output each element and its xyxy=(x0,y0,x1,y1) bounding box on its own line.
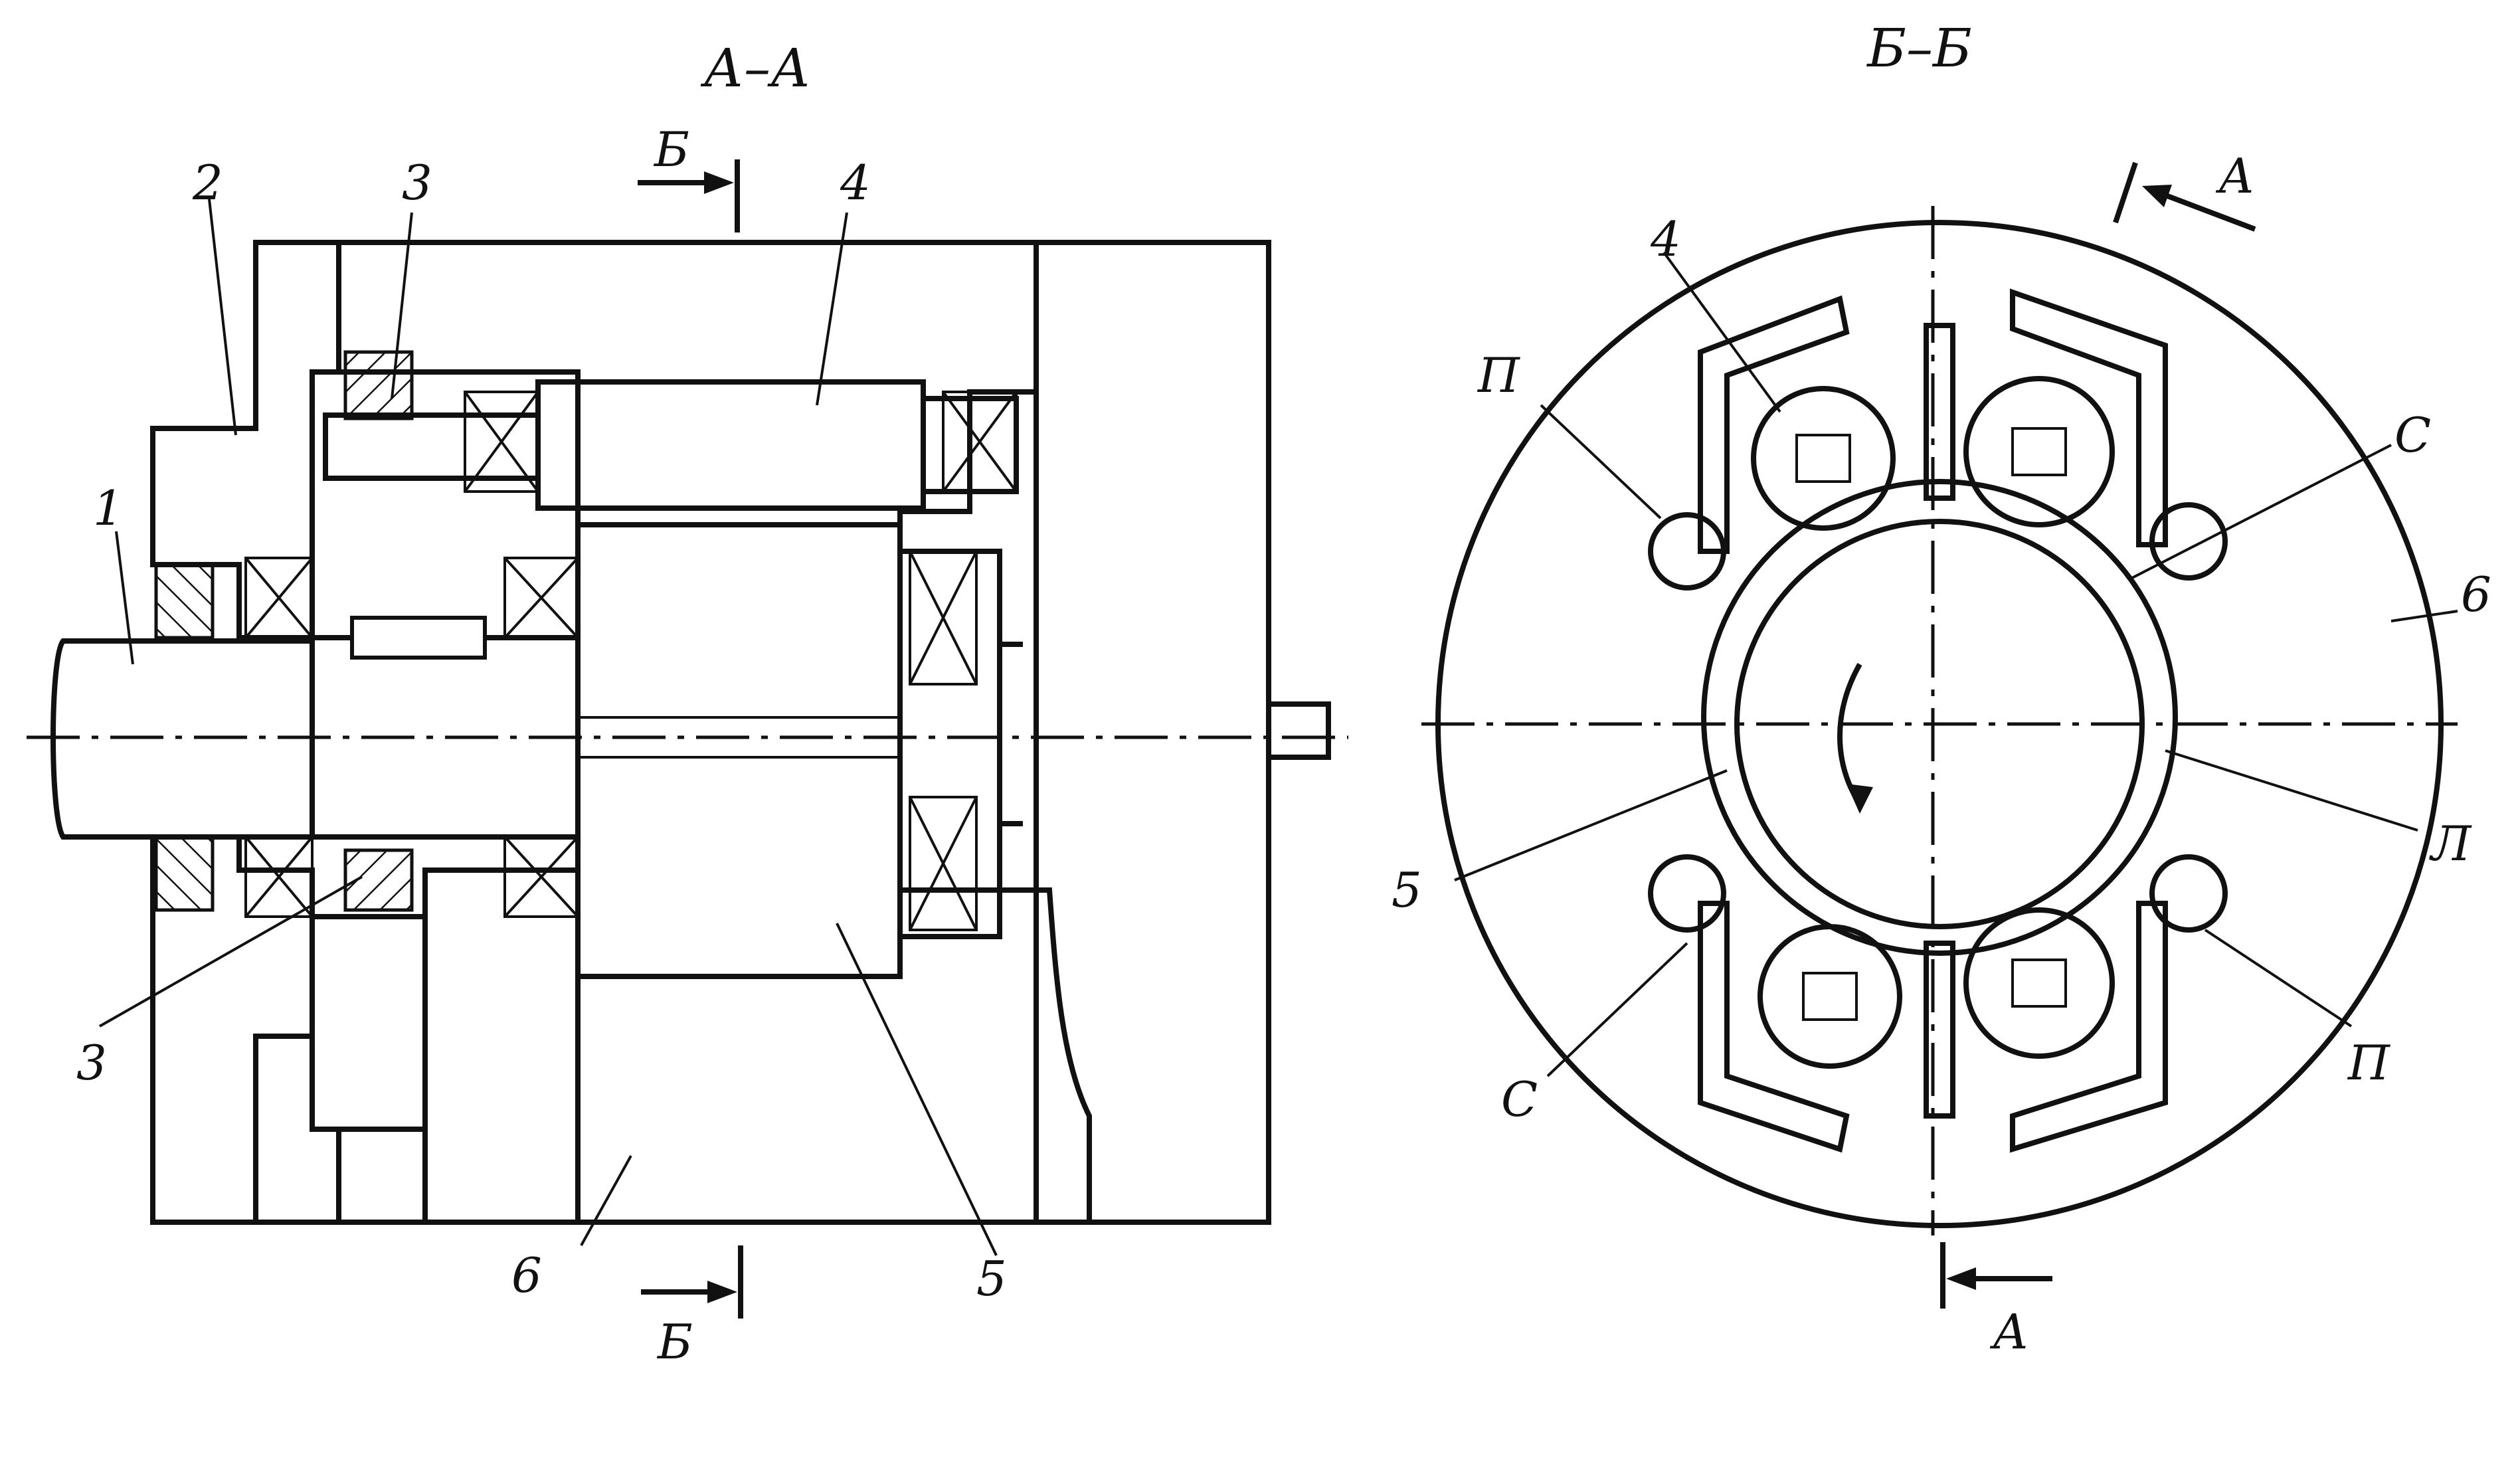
rotation-arrow xyxy=(1837,663,1862,806)
label-6: 6 xyxy=(511,1247,542,1303)
housing-part xyxy=(150,240,1271,1225)
label-3-top: 3 xyxy=(402,155,432,211)
cut-label-a-top: А xyxy=(2215,148,2255,204)
label-3-bottom: 3 xyxy=(76,1035,107,1091)
label-5: 5 xyxy=(976,1251,1007,1307)
label-bb-5: 5 xyxy=(1392,862,1422,918)
section-aa xyxy=(27,159,1348,1319)
roller-4 xyxy=(323,379,1019,511)
leaders-bb xyxy=(1454,251,2458,1077)
label-bb-p-top: П xyxy=(1477,347,1520,403)
label-bb-l: Л xyxy=(2429,816,2472,871)
label-bb-c-left: С xyxy=(1501,1071,1538,1127)
rollers xyxy=(1751,376,2115,1069)
cut-marker-b-top xyxy=(638,159,740,232)
cut-marker-a-bottom xyxy=(1940,1242,2052,1309)
label-2: 2 xyxy=(192,155,223,211)
cut-marker-a-top xyxy=(2113,161,2256,232)
section-bb xyxy=(1421,161,2458,1309)
section-bb-title: Б–Б xyxy=(1866,17,1972,79)
label-1: 1 xyxy=(93,480,124,536)
cut-label-a-bottom: А xyxy=(1989,1304,2029,1360)
cut-label-b-bottom: Б xyxy=(656,1314,693,1370)
label-bb-p-bottom: П xyxy=(2347,1035,2390,1091)
label-bb-c-right: С xyxy=(2394,407,2431,463)
cut-marker-b-bottom xyxy=(641,1245,743,1319)
label-bb-4: 4 xyxy=(1650,211,1681,267)
label-4: 4 xyxy=(840,155,871,211)
section-aa-title: А–А xyxy=(700,37,810,99)
label-bb-6: 6 xyxy=(2461,567,2491,622)
bearings xyxy=(154,350,1018,931)
cut-label-b-top: Б xyxy=(653,122,689,177)
pockets xyxy=(1648,502,2228,933)
leaders-aa xyxy=(99,199,998,1256)
labels: А–А Б–Б Б Б 2 3 4 1 3 6 5 А А 4 П С 6 Л … xyxy=(76,17,2491,1370)
channels xyxy=(1698,288,2168,1153)
